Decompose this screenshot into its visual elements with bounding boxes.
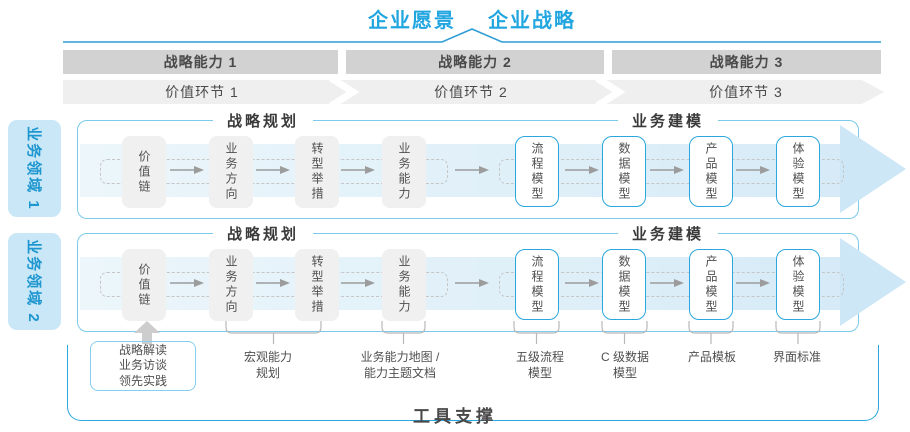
band-arrowhead-icon bbox=[840, 125, 906, 213]
dashed-pipeline-left bbox=[100, 272, 448, 297]
value-link-1: 价值环节 1 bbox=[165, 84, 239, 100]
planning-section-title: 战略规划 bbox=[212, 223, 314, 244]
note-capability-map-docs: 业务能力地图 / 能力主题文档 bbox=[360, 350, 440, 380]
box-business-capability: 业务能力 bbox=[382, 136, 426, 208]
business-domain-panel-2: 价值链 业务方向 转型举措 业务能力 流程模型 数据模型 产品模型 体验模型 战… bbox=[77, 223, 906, 332]
box-transformation-initiatives: 转型举措 bbox=[295, 136, 339, 208]
value-link-2: 价值环节 2 bbox=[434, 84, 508, 100]
right-arrow-icon bbox=[565, 279, 599, 287]
tool-support-label: 工具支撑 bbox=[413, 407, 497, 426]
strategy-title: 企业战略 bbox=[488, 10, 576, 32]
right-arrow-icon bbox=[455, 166, 489, 174]
right-arrow-icon bbox=[650, 166, 684, 174]
note-c-level-data-model: C 级数据 模型 bbox=[600, 350, 650, 380]
capability-band-3: 战略能力 3 bbox=[612, 50, 881, 74]
box-product-model: 产品模型 bbox=[689, 136, 733, 207]
box-product-model: 产品模型 bbox=[689, 249, 733, 320]
right-arrow-icon bbox=[256, 279, 290, 287]
right-arrow-icon bbox=[565, 166, 599, 174]
brace-connector-icon bbox=[601, 321, 648, 344]
box-business-direction: 业务方向 bbox=[209, 249, 253, 321]
box-process-model: 流程模型 bbox=[515, 136, 559, 207]
business-domain-panel-1: 价值链 业务方向 转型举措 业务能力 流程模型 数据模型 产品模型 体验模型 战… bbox=[77, 110, 906, 219]
dashed-pipeline-left bbox=[100, 159, 448, 184]
value-link-3: 价值环节 3 bbox=[709, 84, 783, 100]
brace-connector-icon bbox=[775, 321, 821, 344]
capability-band-2: 战略能力 2 bbox=[346, 50, 604, 74]
box-data-model: 数据模型 bbox=[602, 136, 646, 207]
brace-connector-icon bbox=[381, 321, 426, 344]
right-arrow-icon bbox=[650, 279, 684, 287]
note-macro-capability-planning: 宏观能力 规划 bbox=[243, 350, 293, 380]
box-experience-model: 体验模型 bbox=[776, 249, 820, 320]
domain-label-2-text: 业务领域 2 bbox=[25, 239, 43, 324]
modeling-section-title: 业务建模 bbox=[617, 223, 719, 244]
band-arrowhead-icon bbox=[840, 238, 906, 326]
box-experience-model: 体验模型 bbox=[776, 136, 820, 207]
dashed-pipeline-right bbox=[499, 272, 844, 297]
vision-title: 企业愿景 bbox=[368, 10, 456, 32]
brace-connector-icon bbox=[513, 321, 560, 344]
tool-support-container bbox=[67, 345, 879, 421]
box-value-chain: 价值链 bbox=[122, 136, 166, 208]
box-value-chain: 价值链 bbox=[122, 249, 166, 321]
domain-label-1-text: 业务领域 1 bbox=[25, 126, 43, 211]
brace-connector-icon bbox=[225, 321, 322, 344]
box-transformation-initiatives: 转型举措 bbox=[295, 249, 339, 321]
right-arrow-icon bbox=[736, 279, 770, 287]
domain-label-2: 业务领域 2 bbox=[8, 233, 61, 330]
page-title: 企业愿景 企业战略 bbox=[63, 4, 881, 33]
modeling-section-title: 业务建模 bbox=[617, 110, 719, 131]
right-arrow-icon bbox=[170, 166, 204, 174]
value-chain-chevron-band bbox=[63, 80, 884, 104]
right-arrow-icon bbox=[170, 279, 204, 287]
right-arrow-icon bbox=[341, 166, 375, 174]
note-product-template: 产品模板 bbox=[687, 350, 737, 364]
box-business-capability: 业务能力 bbox=[382, 249, 426, 321]
capability-band-1: 战略能力 1 bbox=[63, 50, 338, 74]
note-ui-standard: 界面标准 bbox=[772, 350, 822, 364]
vision-pointer-line bbox=[63, 28, 881, 43]
right-arrow-icon bbox=[256, 166, 290, 174]
right-arrow-icon bbox=[736, 166, 770, 174]
box-business-direction: 业务方向 bbox=[209, 136, 253, 208]
up-arrow-icon bbox=[134, 321, 160, 344]
strategy-inputs-box: 战略解读 业务访谈 领先实践 bbox=[90, 341, 196, 391]
box-data-model: 数据模型 bbox=[602, 249, 646, 320]
right-arrow-icon bbox=[341, 279, 375, 287]
box-process-model: 流程模型 bbox=[515, 249, 559, 320]
dashed-pipeline-right bbox=[499, 159, 844, 184]
brace-connector-icon bbox=[688, 321, 734, 344]
planning-section-title: 战略规划 bbox=[212, 110, 314, 131]
domain-label-1: 业务领域 1 bbox=[8, 120, 61, 217]
right-arrow-icon bbox=[455, 279, 489, 287]
note-level5-process-model: 五级流程 模型 bbox=[515, 350, 565, 380]
